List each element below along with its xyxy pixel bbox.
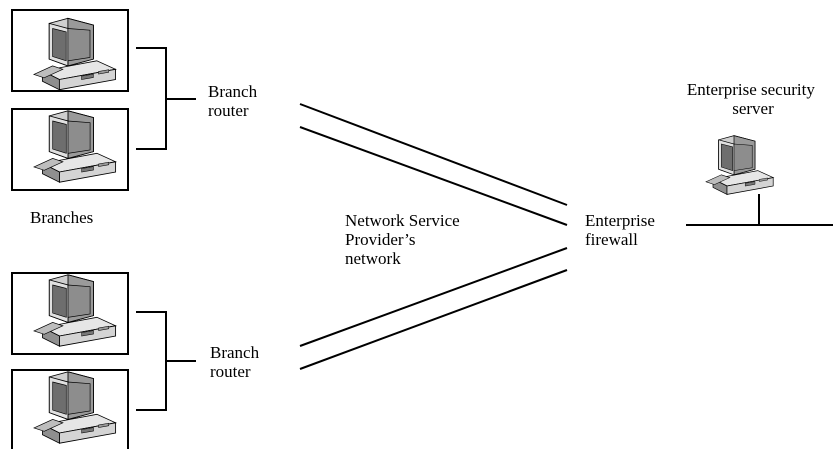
security-server-label: Enterprise security server: [687, 80, 819, 118]
link-top-2: [299, 126, 568, 226]
branch-connector-top: [136, 47, 196, 150]
branches-label: Branches: [30, 208, 93, 227]
branch-router-top-label: Branch router: [208, 82, 261, 120]
desktop-computer-icon: [705, 135, 774, 195]
desktop-computer-icon: [33, 17, 116, 91]
enterprise-firewall-label: Enterprise firewall: [585, 211, 659, 249]
desktop-computer-icon: [33, 371, 117, 444]
branch-connector-bottom: [136, 311, 196, 411]
branch-computer-frame: [11, 369, 129, 449]
branch-router-bottom-label: Branch router: [210, 343, 263, 381]
branch-computer-frame: [11, 272, 129, 355]
link-bottom-1: [299, 247, 568, 347]
nsp-network-label: Network Service Provider’s network: [345, 211, 464, 268]
branch-computer-frame: [11, 9, 129, 92]
link-top-1: [299, 103, 568, 206]
link-bottom-2: [299, 269, 568, 370]
branch-computer-frame: [11, 108, 129, 191]
desktop-computer-icon: [33, 274, 117, 347]
desktop-computer-icon: [33, 110, 117, 183]
